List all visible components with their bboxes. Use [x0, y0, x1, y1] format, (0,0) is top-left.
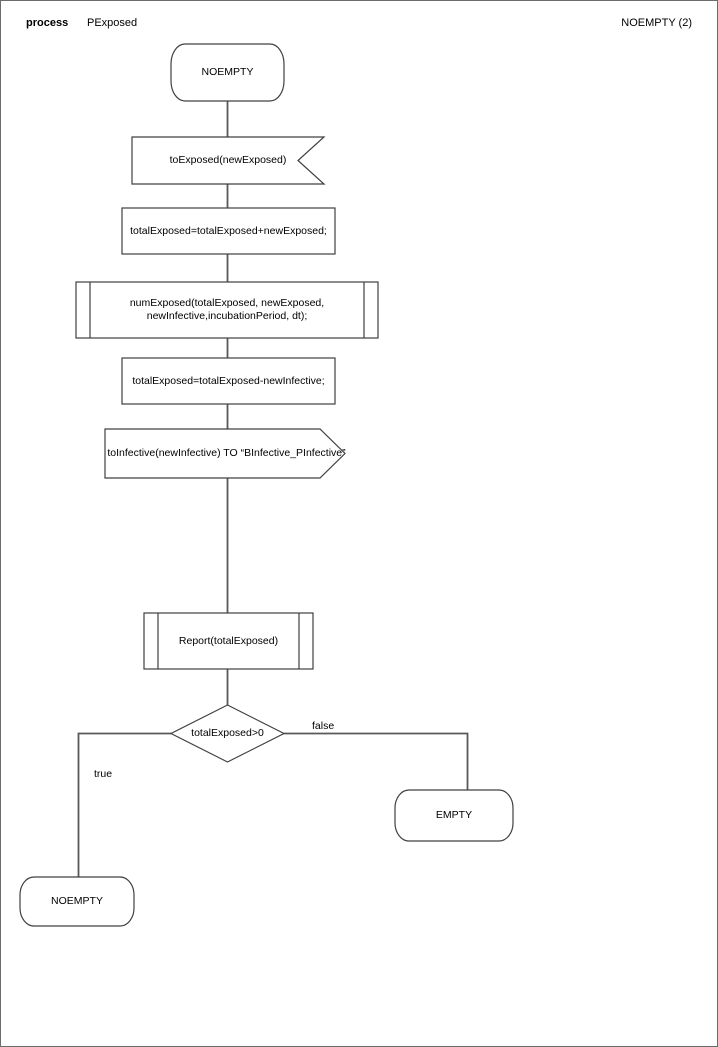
node-start-state[interactable]: NOEMPTY	[171, 44, 284, 101]
state-empty-shape	[394, 789, 514, 842]
node-start-label: NOEMPTY	[201, 66, 254, 78]
state-start-shape	[170, 43, 285, 102]
header-diagram-name: PExposed	[87, 17, 138, 29]
state-noempty-shape	[19, 876, 135, 927]
receive-signal-shape	[131, 136, 326, 185]
node-assign-add-label: totalExposed=totalExposed+newExposed;	[130, 224, 327, 237]
decision-shape	[169, 704, 286, 763]
process-assign-add-shape	[121, 207, 336, 255]
true-branch-label: true	[94, 768, 113, 780]
send-signal-shape	[104, 428, 346, 479]
node-assign-sub[interactable]: totalExposed=totalExposed-newInfective;	[122, 358, 335, 404]
node-assign-sub-label: totalExposed=totalExposed-newInfective;	[132, 374, 325, 387]
node-empty-label: EMPTY	[435, 809, 473, 821]
connector-false-branch	[284, 732, 469, 790]
predefined-report-shape	[143, 612, 314, 670]
header-page-ref: NOEMPTY (2)	[621, 17, 692, 29]
node-empty-state[interactable]: EMPTY	[395, 790, 513, 841]
node-noempty-label: NOEMPTY	[51, 895, 103, 907]
node-decision-label: totalExposed>0	[191, 727, 264, 739]
false-branch-label: false	[312, 720, 335, 732]
node-report-label: Report(totalExposed)	[178, 634, 279, 647]
node-decision[interactable]: totalExposed>0	[171, 705, 284, 762]
node-report[interactable]: Report(totalExposed)	[158, 613, 299, 669]
node-call-numexposed-line1: numExposed(totalExposed, newExposed,	[129, 297, 325, 309]
header-diagram-kind: process	[26, 17, 69, 29]
process-assign-sub-shape	[121, 357, 336, 405]
predefined-call-shape	[75, 281, 379, 339]
node-call-numexposed[interactable]: numExposed(totalExposed, newExposed, new…	[90, 282, 364, 338]
node-send-signal[interactable]: toInfective(newInfective) TO “BInfective…	[105, 429, 348, 478]
connector-true-branch	[77, 732, 171, 877]
node-send-label: toInfective(newInfective) TO “BInfective…	[107, 447, 346, 459]
node-receive-signal[interactable]: toExposed(newExposed)	[132, 137, 324, 184]
node-call-numexposed-line2: newInfective,incubationPeriod, dt);	[146, 310, 308, 322]
node-assign-add[interactable]: totalExposed=totalExposed+newExposed;	[122, 208, 335, 254]
node-noempty-state[interactable]: NOEMPTY	[20, 877, 134, 926]
node-receive-label: toExposed(newExposed)	[169, 154, 287, 166]
